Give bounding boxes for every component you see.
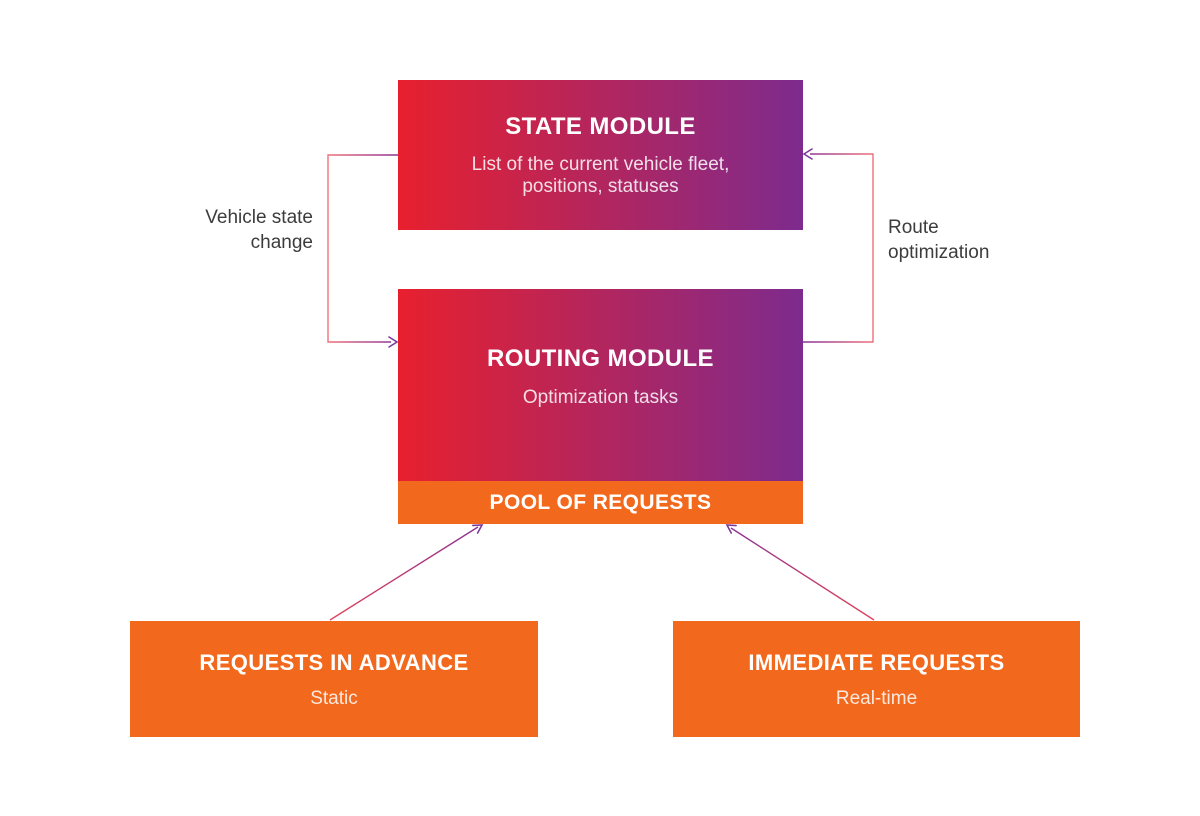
routing-module-title: ROUTING MODULE [487,344,714,372]
arrowhead-into-routing-module [388,336,399,348]
edge-label-route-optimization: Route optimization [888,217,990,263]
state-module-subtitle: List of the current vehicle fleet, posit… [471,154,730,197]
pool-of-requests-title: POOL OF REQUESTS [489,490,712,514]
immediate-requests-subtitle: Real-time [835,687,918,709]
immediate-requests-title: IMMEDIATE REQUESTS [748,649,1005,675]
arrowhead-into-pool-left [472,524,484,534]
arrowhead-into-pool-right [725,524,737,534]
node-immediate-requests: IMMEDIATE REQUESTS Real-time [673,621,1080,737]
node-state-module: STATE MODULE List of the current vehicle… [398,80,803,230]
edge-vehicle-state-change [327,154,399,348]
node-pool-of-requests: POOL OF REQUESTS [398,481,803,524]
node-requests-in-advance: REQUESTS IN ADVANCE Static [130,621,538,737]
edge-immediate-requests-to-pool [725,524,875,621]
node-routing-module: ROUTING MODULE Optimization tasks [398,289,803,481]
edge-requests-in-advance-to-pool [329,524,484,621]
edge-route-optimization [802,148,874,343]
routing-module-subtitle: Optimization tasks [522,386,679,408]
requests-in-advance-subtitle: Static [310,687,358,709]
requests-in-advance-title: REQUESTS IN ADVANCE [199,649,469,675]
arrowhead-into-state-module [802,148,813,160]
edge-label-vehicle-state-change: Vehicle state change [205,207,313,253]
state-module-title: STATE MODULE [505,113,696,140]
